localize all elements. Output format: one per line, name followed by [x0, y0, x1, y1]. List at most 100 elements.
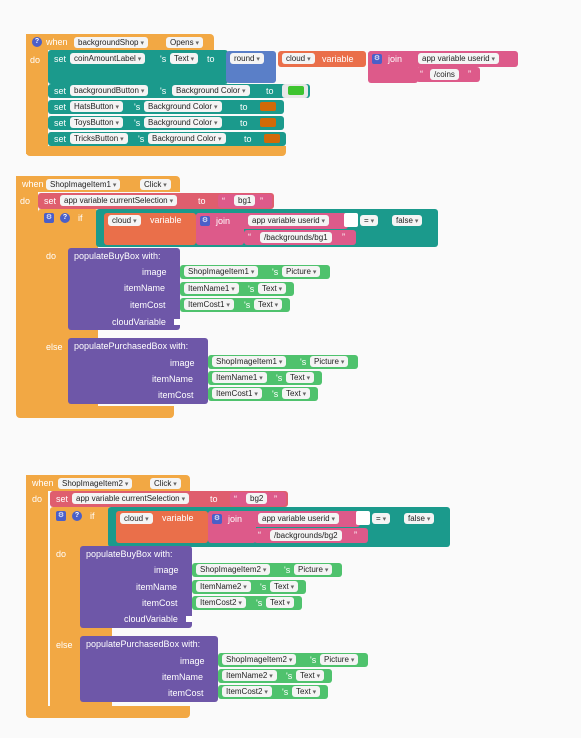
- set-label: set: [56, 494, 69, 504]
- cloud-dropdown[interactable]: cloud: [282, 53, 315, 64]
- image-comp-dropdown[interactable]: ShopImageItem1: [212, 356, 287, 367]
- populate-buy-box-block[interactable]: [80, 546, 192, 628]
- hats-button-dropdown[interactable]: HatsButton: [70, 101, 124, 112]
- gear-icon[interactable]: ⚙: [372, 54, 382, 64]
- text-prop-dropdown[interactable]: Text: [170, 53, 199, 64]
- picture-dropdown[interactable]: Picture: [310, 356, 349, 367]
- cost-comp-dropdown[interactable]: ItemCost1: [184, 299, 234, 310]
- coin-label-dropdown[interactable]: coinAmountLabel: [70, 53, 146, 64]
- s-label: 's: [134, 118, 141, 128]
- blank-slot[interactable]: [356, 511, 370, 525]
- app-userid-dropdown[interactable]: app variable userid: [418, 53, 500, 64]
- item-cost-label: itemCost: [158, 390, 194, 400]
- cost-comp-dropdown[interactable]: ItemCost2: [196, 597, 246, 608]
- close-quote: ”: [354, 530, 357, 540]
- name-comp-dropdown[interactable]: ItemName2: [196, 581, 251, 592]
- when-label: when: [32, 478, 54, 488]
- image-comp-dropdown[interactable]: ShopImageItem1: [184, 266, 259, 277]
- path-text[interactable]: /backgrounds/bg2: [270, 530, 342, 541]
- bg-color-dropdown[interactable]: Background Color: [144, 117, 222, 128]
- cloud-variable-socket[interactable]: [186, 616, 192, 622]
- tricks-button-dropdown[interactable]: TricksButton: [70, 133, 128, 144]
- cloud-variable-socket[interactable]: [174, 319, 180, 325]
- value-text[interactable]: bg1: [234, 195, 256, 206]
- name-comp-dropdown[interactable]: ItemName1: [212, 372, 267, 383]
- variable-dropdown[interactable]: app variable currentSelection: [60, 195, 178, 206]
- orange-swatch[interactable]: [260, 102, 276, 111]
- variable-label: variable: [322, 54, 354, 64]
- picture-dropdown[interactable]: Picture: [320, 654, 359, 665]
- open-quote: “: [420, 69, 423, 79]
- component-dropdown[interactable]: backgroundShop: [74, 37, 148, 48]
- event-dropdown[interactable]: Opens: [166, 37, 204, 48]
- do-label: do: [32, 494, 43, 504]
- equals-dropdown[interactable]: =: [360, 215, 379, 226]
- round-dropdown[interactable]: round: [230, 53, 264, 64]
- path-text[interactable]: /backgrounds/bg1: [260, 232, 332, 243]
- green-swatch[interactable]: [288, 86, 304, 95]
- bg-button-dropdown[interactable]: backgroundButton: [70, 85, 149, 96]
- gear-icon[interactable]: ⚙: [212, 514, 222, 524]
- bg-color-dropdown[interactable]: Background Color: [148, 133, 226, 144]
- event-dropdown[interactable]: Click: [150, 478, 181, 489]
- to-label: to: [240, 102, 248, 112]
- text-dropdown[interactable]: Text: [254, 299, 283, 310]
- component-dropdown[interactable]: ShopImageItem1: [46, 179, 121, 190]
- equals-dropdown[interactable]: =: [372, 513, 391, 524]
- cost-comp-dropdown[interactable]: ItemCost1: [212, 388, 262, 399]
- populate-purchased-box-label: populatePurchasedBox with:: [86, 639, 201, 649]
- text-dropdown[interactable]: Text: [286, 372, 315, 383]
- image-comp-dropdown[interactable]: ShopImageItem2: [196, 564, 271, 575]
- cost-comp-dropdown[interactable]: ItemCost2: [222, 686, 272, 697]
- value-text[interactable]: bg2: [246, 493, 268, 504]
- text-dropdown[interactable]: Text: [296, 670, 325, 681]
- name-comp-dropdown[interactable]: ItemName1: [184, 283, 239, 294]
- bg-color-dropdown[interactable]: Background Color: [172, 85, 250, 96]
- populate-purchased-box-block[interactable]: [68, 338, 208, 404]
- help-icon[interactable]: ?: [32, 37, 42, 47]
- app-userid-dropdown[interactable]: app variable userid: [248, 215, 330, 226]
- coins-text[interactable]: /coins: [430, 69, 459, 80]
- gear-icon[interactable]: ⚙: [56, 511, 66, 521]
- text-dropdown[interactable]: Text: [266, 597, 295, 608]
- app-userid-dropdown[interactable]: app variable userid: [258, 513, 340, 524]
- set-label: set: [54, 134, 67, 144]
- text-dropdown[interactable]: Text: [292, 686, 321, 697]
- name-comp-dropdown[interactable]: ItemName2: [222, 670, 277, 681]
- text-dropdown[interactable]: Text: [282, 388, 311, 399]
- close-quote: ”: [468, 69, 471, 79]
- orange-swatch[interactable]: [260, 118, 276, 127]
- text-dropdown[interactable]: Text: [270, 581, 299, 592]
- image-comp-dropdown[interactable]: ShopImageItem2: [222, 654, 297, 665]
- join-label: join: [216, 216, 231, 226]
- event-dropdown[interactable]: Click: [140, 179, 171, 190]
- picture-dropdown[interactable]: Picture: [294, 564, 333, 575]
- toys-button-dropdown[interactable]: ToysButton: [70, 117, 124, 128]
- cloud-dropdown[interactable]: cloud: [120, 513, 153, 524]
- picture-dropdown[interactable]: Picture: [282, 266, 321, 277]
- false-dropdown[interactable]: false: [392, 215, 423, 226]
- populate-buy-box-block[interactable]: [68, 248, 180, 330]
- text-dropdown[interactable]: Text: [258, 283, 287, 294]
- variable-label: variable: [162, 513, 194, 523]
- bg-color-dropdown[interactable]: Background Color: [144, 101, 222, 112]
- do-label: do: [46, 251, 57, 261]
- populate-purchased-box-block[interactable]: [80, 636, 218, 702]
- help-icon[interactable]: ?: [72, 511, 82, 521]
- item-name-label: itemName: [136, 582, 178, 592]
- close-quote: ”: [342, 232, 345, 242]
- to-label: to: [198, 196, 206, 206]
- join-label: join: [388, 54, 403, 64]
- event-block-frame-bottom: [26, 706, 190, 718]
- blank-slot[interactable]: [344, 213, 358, 227]
- false-dropdown[interactable]: false: [404, 513, 435, 524]
- variable-dropdown[interactable]: app variable currentSelection: [72, 493, 190, 504]
- orange-swatch[interactable]: [264, 134, 280, 143]
- event-block-frame-left: [26, 34, 48, 154]
- component-dropdown[interactable]: ShopImageItem2: [58, 478, 133, 489]
- gear-icon[interactable]: ⚙: [44, 213, 54, 223]
- help-icon[interactable]: ?: [60, 213, 70, 223]
- cloud-dropdown[interactable]: cloud: [108, 215, 141, 226]
- event-block-frame-bottom: [26, 146, 286, 156]
- gear-icon[interactable]: ⚙: [200, 216, 210, 226]
